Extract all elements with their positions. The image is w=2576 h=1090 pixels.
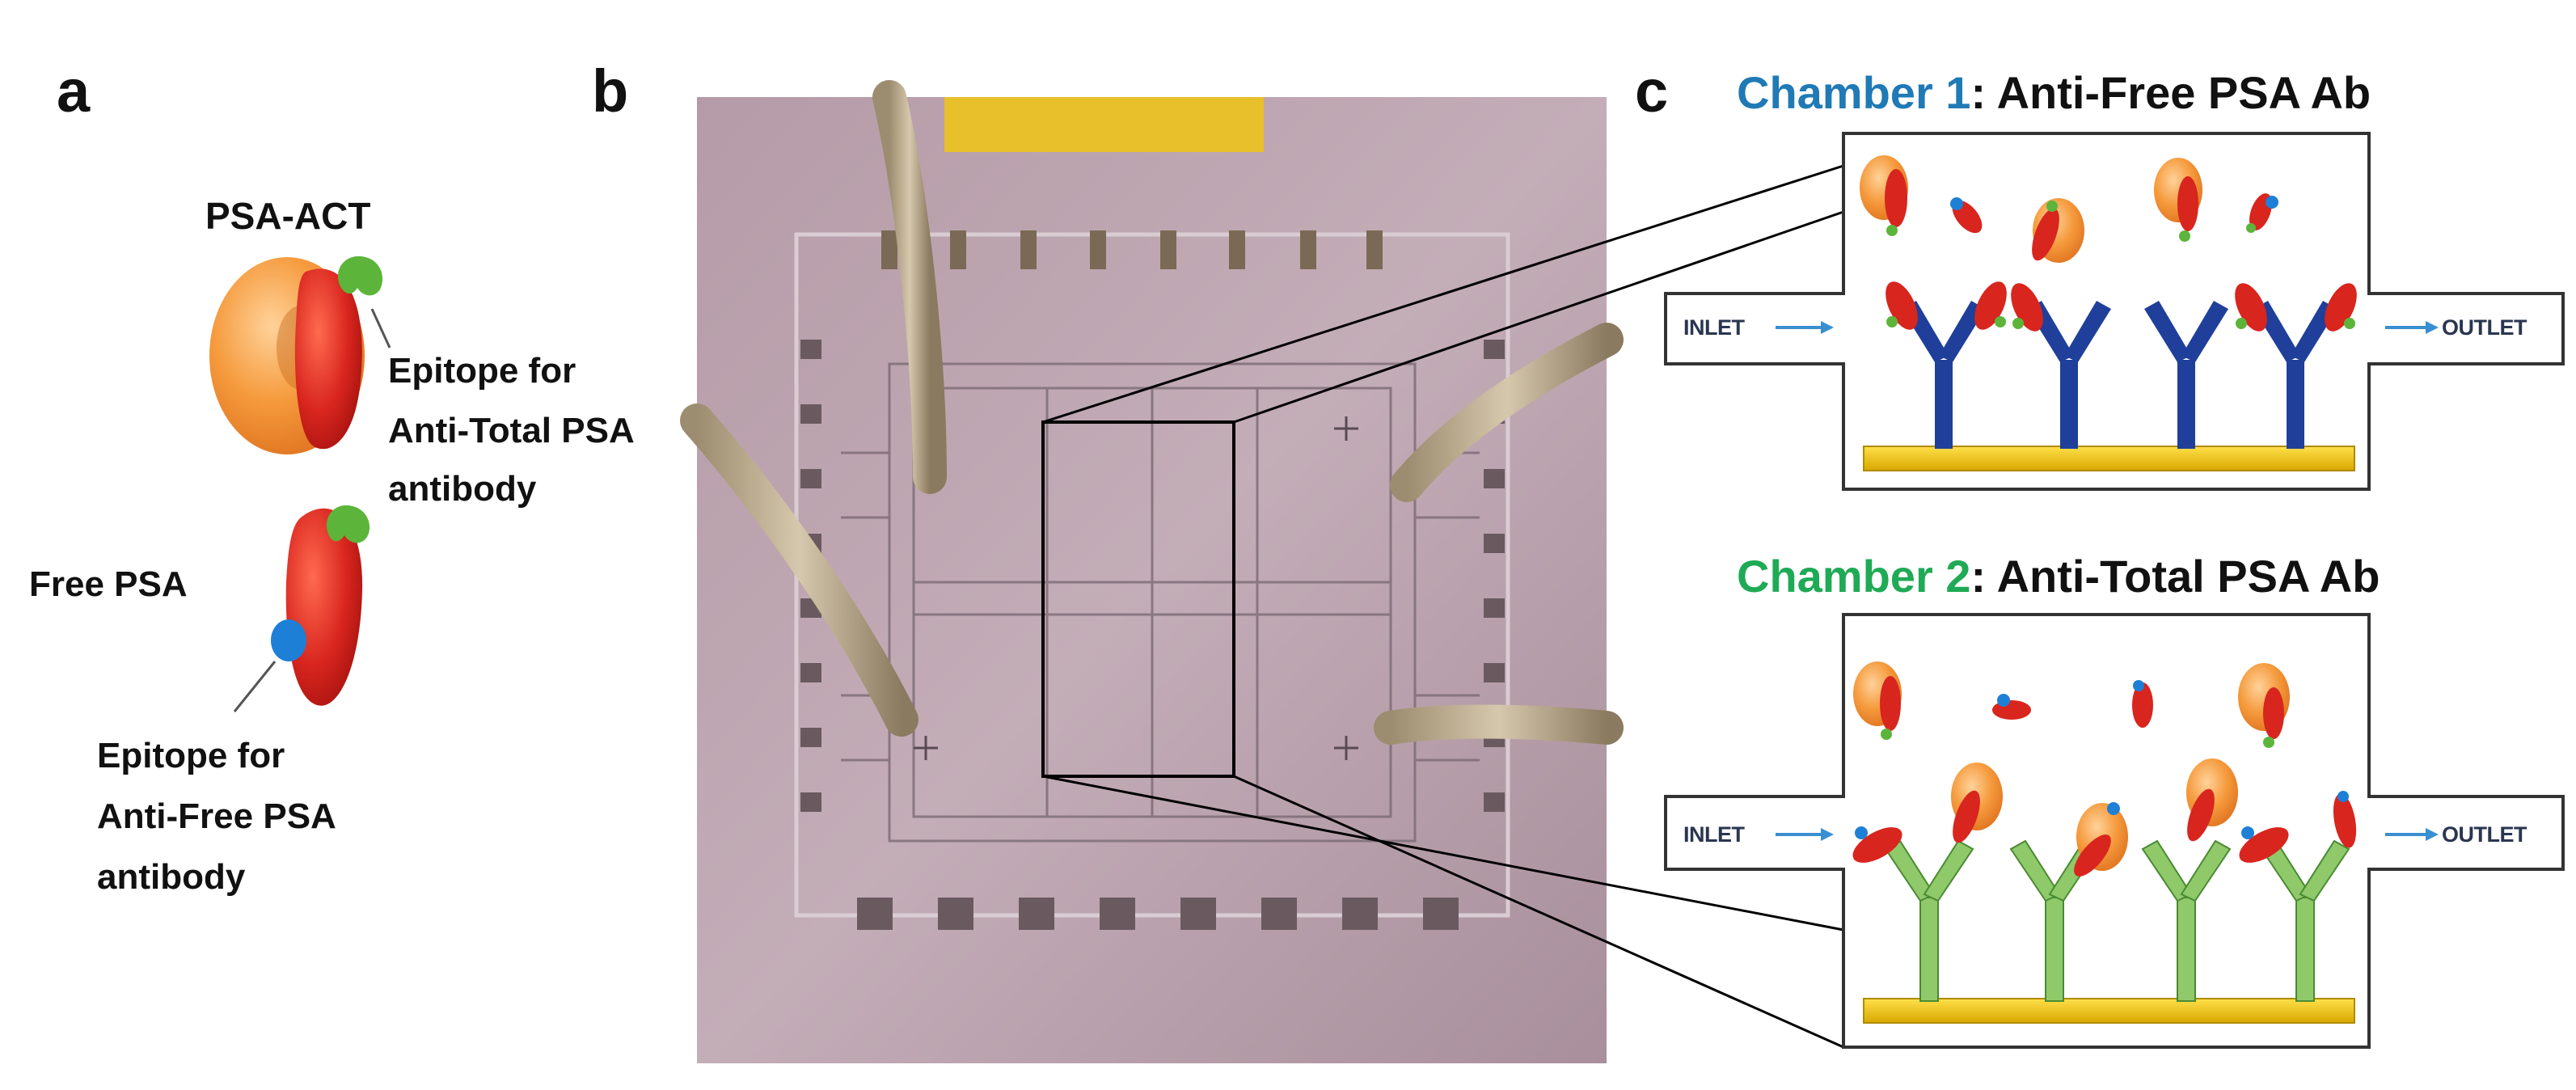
blue-epitope-icon: [271, 619, 306, 661]
free-psa-molecule: [285, 508, 363, 706]
floating-psa-molecules: [1860, 155, 2278, 263]
tubing: [680, 80, 1624, 745]
anti-free-psa-antibody-icon: [2144, 301, 2228, 449]
panel-label-a: a: [57, 57, 91, 125]
epitope-free-line-1: Epitope for: [97, 736, 285, 775]
panel-label-c: c: [1635, 57, 1669, 125]
bound-psa-complexes: [1852, 758, 2357, 877]
microfluidic-chip-photo: [680, 80, 1624, 1063]
epitope-total-line-1: Epitope for: [388, 351, 576, 391]
epitope-total-line-3: antibody: [388, 469, 537, 509]
chamber-1-title: Chamber 1: Anti-Free PSA Ab: [1737, 66, 2371, 119]
chamber-1-diagram: [1664, 132, 2565, 491]
epitope-total-line-2: Anti-Total PSA: [388, 411, 635, 450]
chamber-2-name: Chamber 2: [1737, 551, 1971, 602]
chamber-2-diagram: [1664, 613, 2565, 1049]
chamber-1-suffix: : Anti-Free PSA Ab: [1970, 67, 2371, 118]
callout-line: [233, 661, 277, 712]
green-epitope-icon: [326, 505, 370, 543]
panel-label-b: b: [592, 57, 629, 125]
free-psa-label: Free PSA: [29, 564, 188, 604]
callout-line: [370, 308, 391, 349]
green-epitope-icon: [338, 256, 383, 296]
psa-act-label: PSA-ACT: [205, 195, 371, 237]
zoom-region-box: [1041, 420, 1235, 778]
chamber-1-outlet-label: OUTLET: [2442, 315, 2527, 340]
psa-act-complex: [209, 257, 365, 454]
epitope-free-line-2: Anti-Free PSA: [97, 796, 336, 836]
gold-substrate: [1863, 998, 2355, 1024]
chamber-1-inlet-label: INLET: [1683, 315, 1745, 340]
chamber-2-outlet-label: OUTLET: [2442, 822, 2527, 847]
chamber-2-title: Chamber 2: Anti-Total PSA Ab: [1737, 550, 2380, 602]
chamber-2-suffix: : Anti-Total PSA Ab: [1970, 551, 2380, 602]
gold-substrate: [1863, 446, 2355, 471]
zoom-lines: [1042, 164, 1844, 1049]
epitope-free-line-3: antibody: [97, 857, 246, 897]
bound-free-psa: [1886, 281, 2357, 332]
panel-a-diagram: [209, 256, 391, 712]
anti-total-psa-antibody-icon: [2141, 839, 2232, 1002]
chamber-2-inlet-label: INLET: [1683, 822, 1745, 847]
floating-psa-molecules: [1853, 661, 2290, 748]
chamber-1-name: Chamber 1: [1737, 67, 1971, 118]
contact-pads: [881, 230, 1383, 269]
